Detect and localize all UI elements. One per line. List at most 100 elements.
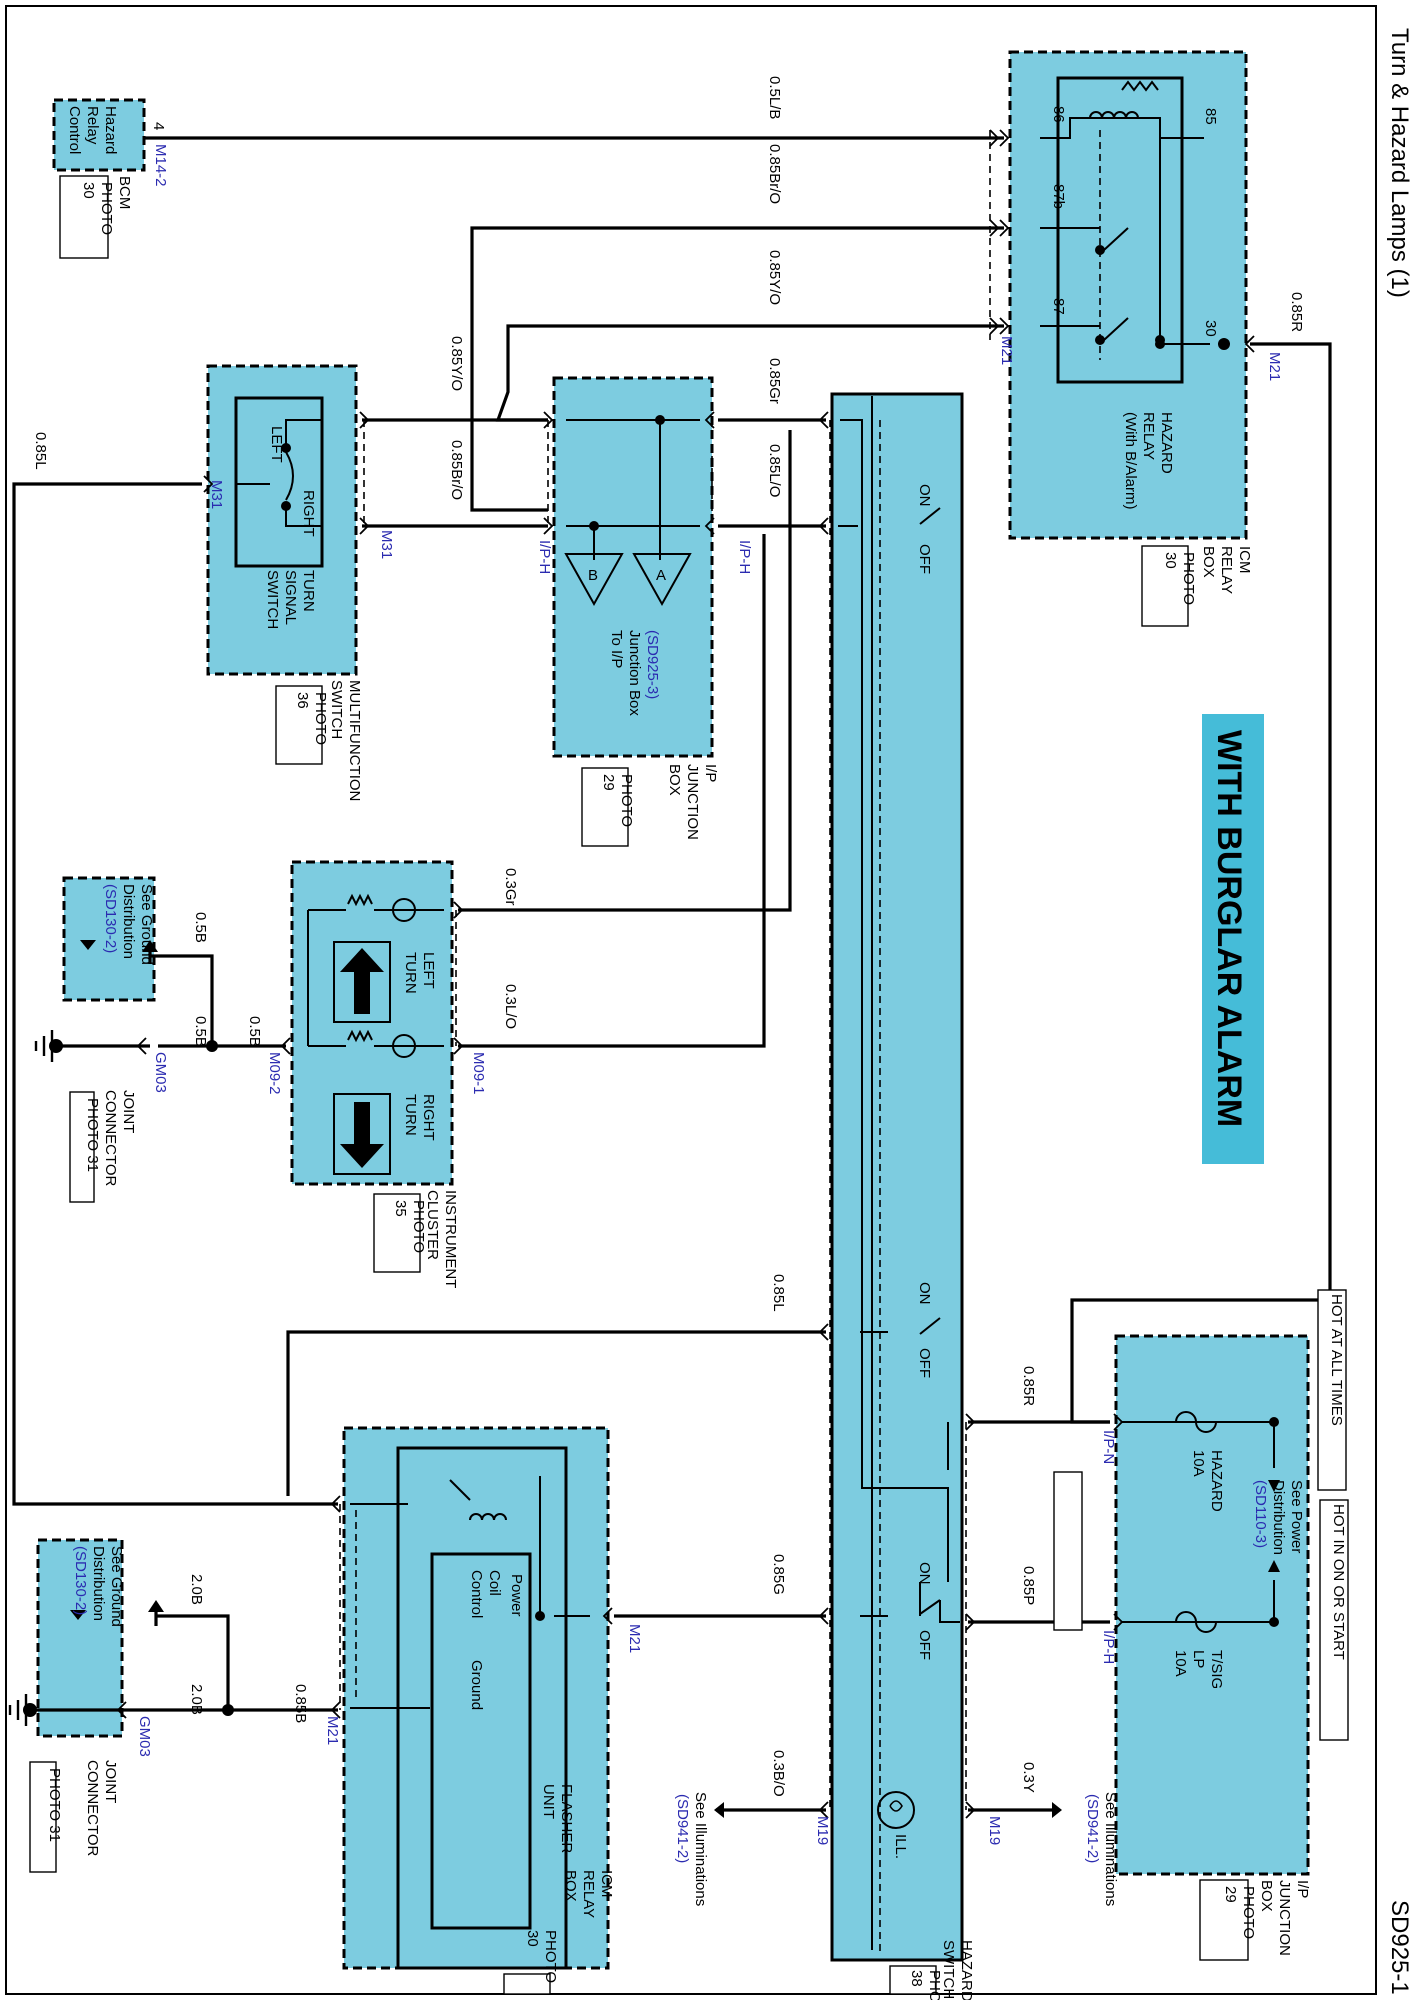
power-arrow-1-icon <box>1268 1480 1280 1492</box>
wire-label: 0.3Y <box>1020 1762 1037 1793</box>
relay-line-2: (With B/Alarm) <box>1122 412 1139 510</box>
illum-out-arrow-icon <box>714 1802 724 1818</box>
fuse2-0: T/SIG <box>1208 1650 1225 1689</box>
wire-label: 0.85R <box>1020 1366 1037 1406</box>
wire-label: 0.85L <box>770 1274 787 1312</box>
page-title: Turn & Hazard Lamps (1) <box>1386 28 1413 298</box>
connector-m09-2: M09-2 <box>266 1052 283 1095</box>
flasher-power: Power <box>508 1574 525 1617</box>
gnd-bot-ref[interactable]: (SD130-2) <box>72 1546 89 1615</box>
joint-bot-name-0: JOINT <box>102 1760 119 1803</box>
hsw-off-2: OFF <box>916 1348 933 1378</box>
triangle-a-label: A <box>656 567 666 584</box>
hsw-name-1: SWITCH <box>940 1940 957 1999</box>
wire-label: 0.5B <box>192 912 209 943</box>
msw-line-1: SIGNAL <box>282 570 299 625</box>
msw-line-0: TURN <box>300 570 317 612</box>
left-arrow-icon <box>340 948 384 1014</box>
bcm-box <box>52 98 146 172</box>
msw-name-1: SWITCH <box>328 680 345 739</box>
gnd-top-ref[interactable]: (SD130-2) <box>102 884 119 953</box>
gnd-top-0: See Ground <box>138 884 155 965</box>
flasher-coil-1: Control <box>468 1570 485 1618</box>
gnd-top-1: Distribution <box>120 884 137 959</box>
hsw-off-1: OFF <box>916 544 933 574</box>
ip-junction-box-bottom <box>1114 1334 1310 1876</box>
wire-label: 0.5B <box>246 1016 263 1047</box>
connector-m09-1: M09-1 <box>470 1052 487 1095</box>
flasher-unit-box <box>342 1426 610 1970</box>
fuse1-1: 10A <box>1190 1450 1207 1477</box>
relay-pin-85: 85 <box>1202 108 1219 125</box>
cluster-right-1: TURN <box>402 1094 419 1136</box>
hot-always: HOT AT ALL TIMES <box>1328 1294 1345 1426</box>
option-tag-box <box>1202 714 1264 1164</box>
ipj-top-ref-0: To I/P <box>608 630 625 668</box>
msw-name-0: MULTIFUNCTION <box>346 680 363 801</box>
connector-marks <box>116 129 1255 1819</box>
ipj-top-photo-1: 29 <box>600 774 617 791</box>
hazard-relay-box <box>1008 50 1248 540</box>
illum-out-text: See Illuminations <box>692 1792 709 1906</box>
flasher-box-2: BOX <box>562 1870 579 1902</box>
photo-boxes <box>29 175 1349 1995</box>
ground-arrow-bottom-icon <box>148 1600 164 1612</box>
ground-arrow-dist-top-icon <box>80 940 96 950</box>
joint-top-name-1: CONNECTOR <box>102 1090 119 1187</box>
wire-label: 0.85Gr <box>766 358 783 404</box>
illum-in-ref[interactable]: (SD941-2) <box>1084 1794 1101 1863</box>
bcm-pin: 4 <box>150 122 167 130</box>
relay-pin-30: 30 <box>1202 320 1219 337</box>
connector-m21-d: M21 <box>324 1716 341 1745</box>
ground-arrow-dist-bottom-icon <box>70 1610 86 1620</box>
relay-box-1: RELAY <box>1218 546 1235 594</box>
turn-switch-inner <box>234 396 324 568</box>
ground-arrow-top-icon <box>142 940 158 952</box>
connector-m31-a: M31 <box>208 480 225 509</box>
hsw-ill: ILL. <box>892 1834 909 1859</box>
wire-label: 0.85Br/O <box>448 440 465 500</box>
fuse2-1: LP <box>1190 1650 1207 1668</box>
page-code: SD925-1 <box>1386 1900 1413 1995</box>
wire-label: 0.85Y/O <box>448 336 465 391</box>
msw-photo-1: 36 <box>294 692 311 709</box>
hsw-photo-0: PHOTO <box>926 1970 943 2000</box>
bcm-line-0: Hazard <box>102 106 119 154</box>
relay-line-1: RELAY <box>1140 412 1157 460</box>
joint-bot-connector: GM03 <box>136 1716 153 1757</box>
left-turn-indicator <box>333 941 391 1023</box>
gnd-bot-0: See Ground <box>108 1546 125 1627</box>
relay-pin-86: 86 <box>1050 106 1067 123</box>
bcm-photo-1: 30 <box>80 182 97 199</box>
wire-label: 0.85B <box>292 1684 309 1723</box>
wire-label: 0.5L/B <box>766 76 783 119</box>
ip-junction-triangles <box>564 553 692 607</box>
msw-photo-0: PHOTO <box>312 692 329 745</box>
hsw-on-2: ON <box>916 1282 933 1305</box>
wire-label: 2.0B <box>188 1684 205 1715</box>
connector-iph-b: I/P-H <box>736 540 753 574</box>
connector-iph-c: I/P-H <box>1100 1630 1117 1664</box>
illum-in-text: See Illuminations <box>1102 1792 1119 1906</box>
ground-dist-bottom-box <box>36 1538 124 1738</box>
cluster-left-1: TURN <box>402 952 419 994</box>
illum-out-ref[interactable]: (SD941-2) <box>674 1794 691 1863</box>
flasher-coil-icon <box>469 1513 507 1521</box>
wire-label: 0.85R <box>1288 292 1305 332</box>
power-dist-ref[interactable]: (SD110-3) <box>1252 1480 1269 1548</box>
joint-top-name-0: JOINT <box>120 1090 137 1133</box>
power-arrow-2-icon <box>1268 1560 1280 1572</box>
connector-m21-b: M21 <box>1266 352 1283 381</box>
bcm-connector: M14-2 <box>152 144 169 187</box>
ipj-top-ref-link[interactable]: (SD925-3) <box>644 630 661 699</box>
hsw-name-0: HAZARD <box>958 1940 975 2000</box>
bcm-line-1: Relay <box>84 106 101 145</box>
cluster-right-0: RIGHT <box>420 1094 437 1141</box>
msw-right: RIGHT <box>300 490 317 537</box>
flasher-coil-inner <box>430 1552 532 1930</box>
wire-label: 0.3Gr <box>502 868 519 906</box>
bcm-photo-0: PHOTO <box>98 182 115 235</box>
flasher-coil-0: Coil <box>486 1570 503 1596</box>
flasher-box-1: RELAY <box>580 1870 597 1918</box>
